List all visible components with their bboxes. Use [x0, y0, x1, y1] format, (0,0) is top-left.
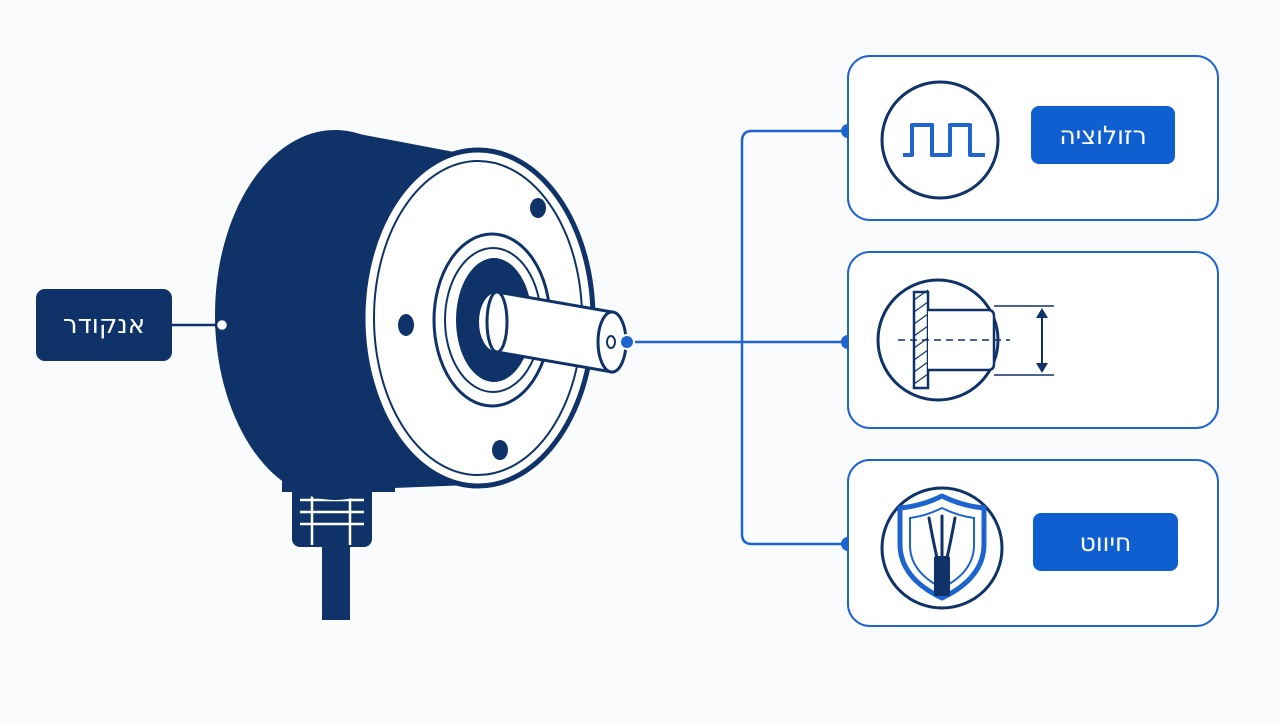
mounting-hole [492, 440, 508, 460]
connector-lines [627, 129, 848, 546]
resolution-label: רזולוציה [1031, 106, 1175, 164]
square-wave-pulse-icon [880, 80, 1000, 200]
rotary-encoder-icon [215, 130, 628, 620]
mounting-hole [398, 314, 414, 336]
shaft-diameter-icon [876, 278, 1054, 402]
shielded-cable-icon [880, 486, 1004, 610]
mounting-hole [530, 198, 546, 218]
wiring-label: חיווט [1033, 513, 1178, 571]
shaft-connector-dot [619, 334, 635, 350]
encoder-cable [322, 540, 350, 620]
encoder-connector-dot [214, 317, 230, 333]
encoder-label: אנקודר [36, 289, 172, 361]
